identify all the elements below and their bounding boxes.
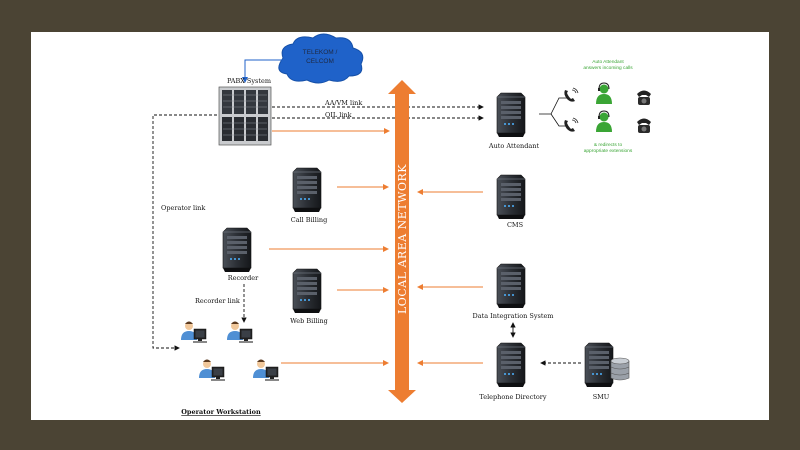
cloud-to-pabx-line	[242, 59, 283, 83]
aa-note-line-2: answers incoming calls	[583, 65, 633, 71]
web-billing-server-icon	[292, 268, 322, 314]
cloud-icon: TELEKOM / CELCOM	[278, 33, 364, 84]
diagram-slide: TELEKOM / CELCOM PABX System AA/VM link …	[31, 32, 769, 420]
cloud-label-2: CELCOM	[306, 58, 334, 65]
cms-label: CMS	[507, 221, 523, 229]
database-icon	[610, 357, 630, 381]
data-integration-server-icon	[496, 263, 526, 309]
recorder-label: Recorder	[228, 274, 259, 282]
cloud-label-1: TELEKOM /	[303, 49, 338, 56]
cms-server-icon	[496, 174, 526, 220]
operator-link-label: Operator link	[161, 204, 205, 212]
recorder-server-icon	[222, 227, 252, 273]
auto-attendant-branch-lines	[539, 97, 567, 127]
smu-server-icon	[584, 342, 614, 388]
headset-agent-icon	[595, 110, 613, 133]
handset-icon	[563, 117, 579, 133]
operator-workstation-label: Operator Workstation	[181, 408, 261, 416]
pabx-label: PABX System	[227, 77, 271, 85]
telephone-directory-label: Telephone Directory	[479, 393, 546, 401]
aa-note-line-3: & redirects to	[594, 142, 623, 148]
recorder-link-label: Recorder link	[195, 297, 240, 305]
lan-label: LOCAL AREA NETWORK	[396, 164, 409, 314]
handset-icon	[563, 87, 579, 103]
phone-icon	[637, 90, 651, 105]
data-integration-label: Data Integration System	[473, 312, 554, 320]
oil-link-label: OIL link	[325, 111, 352, 119]
lan-arrow: LOCAL AREA NETWORK	[388, 80, 416, 403]
operator-workstation-icon	[180, 321, 280, 382]
aavm-link-label: AA/VM link	[324, 99, 362, 107]
web-billing-label: Web Billing	[290, 317, 328, 325]
call-billing-label: Call Billing	[291, 216, 328, 224]
auto-attendant-server-icon	[496, 92, 526, 138]
headset-agent-icon	[595, 82, 613, 105]
call-billing-server-icon	[292, 167, 322, 213]
aa-note-line-4: appropriate extensions	[584, 148, 633, 154]
phone-icon	[637, 118, 651, 133]
auto-attendant-label: Auto Attendant	[488, 142, 540, 150]
smu-label: SMU	[593, 393, 610, 401]
network-diagram: TELEKOM / CELCOM PABX System AA/VM link …	[152, 33, 651, 416]
operator-link-line	[152, 114, 217, 351]
aa-note-line-1: Auto Attendant	[592, 59, 624, 65]
pabx-cabinet-icon	[218, 86, 272, 146]
telephone-directory-server-icon	[496, 342, 526, 388]
